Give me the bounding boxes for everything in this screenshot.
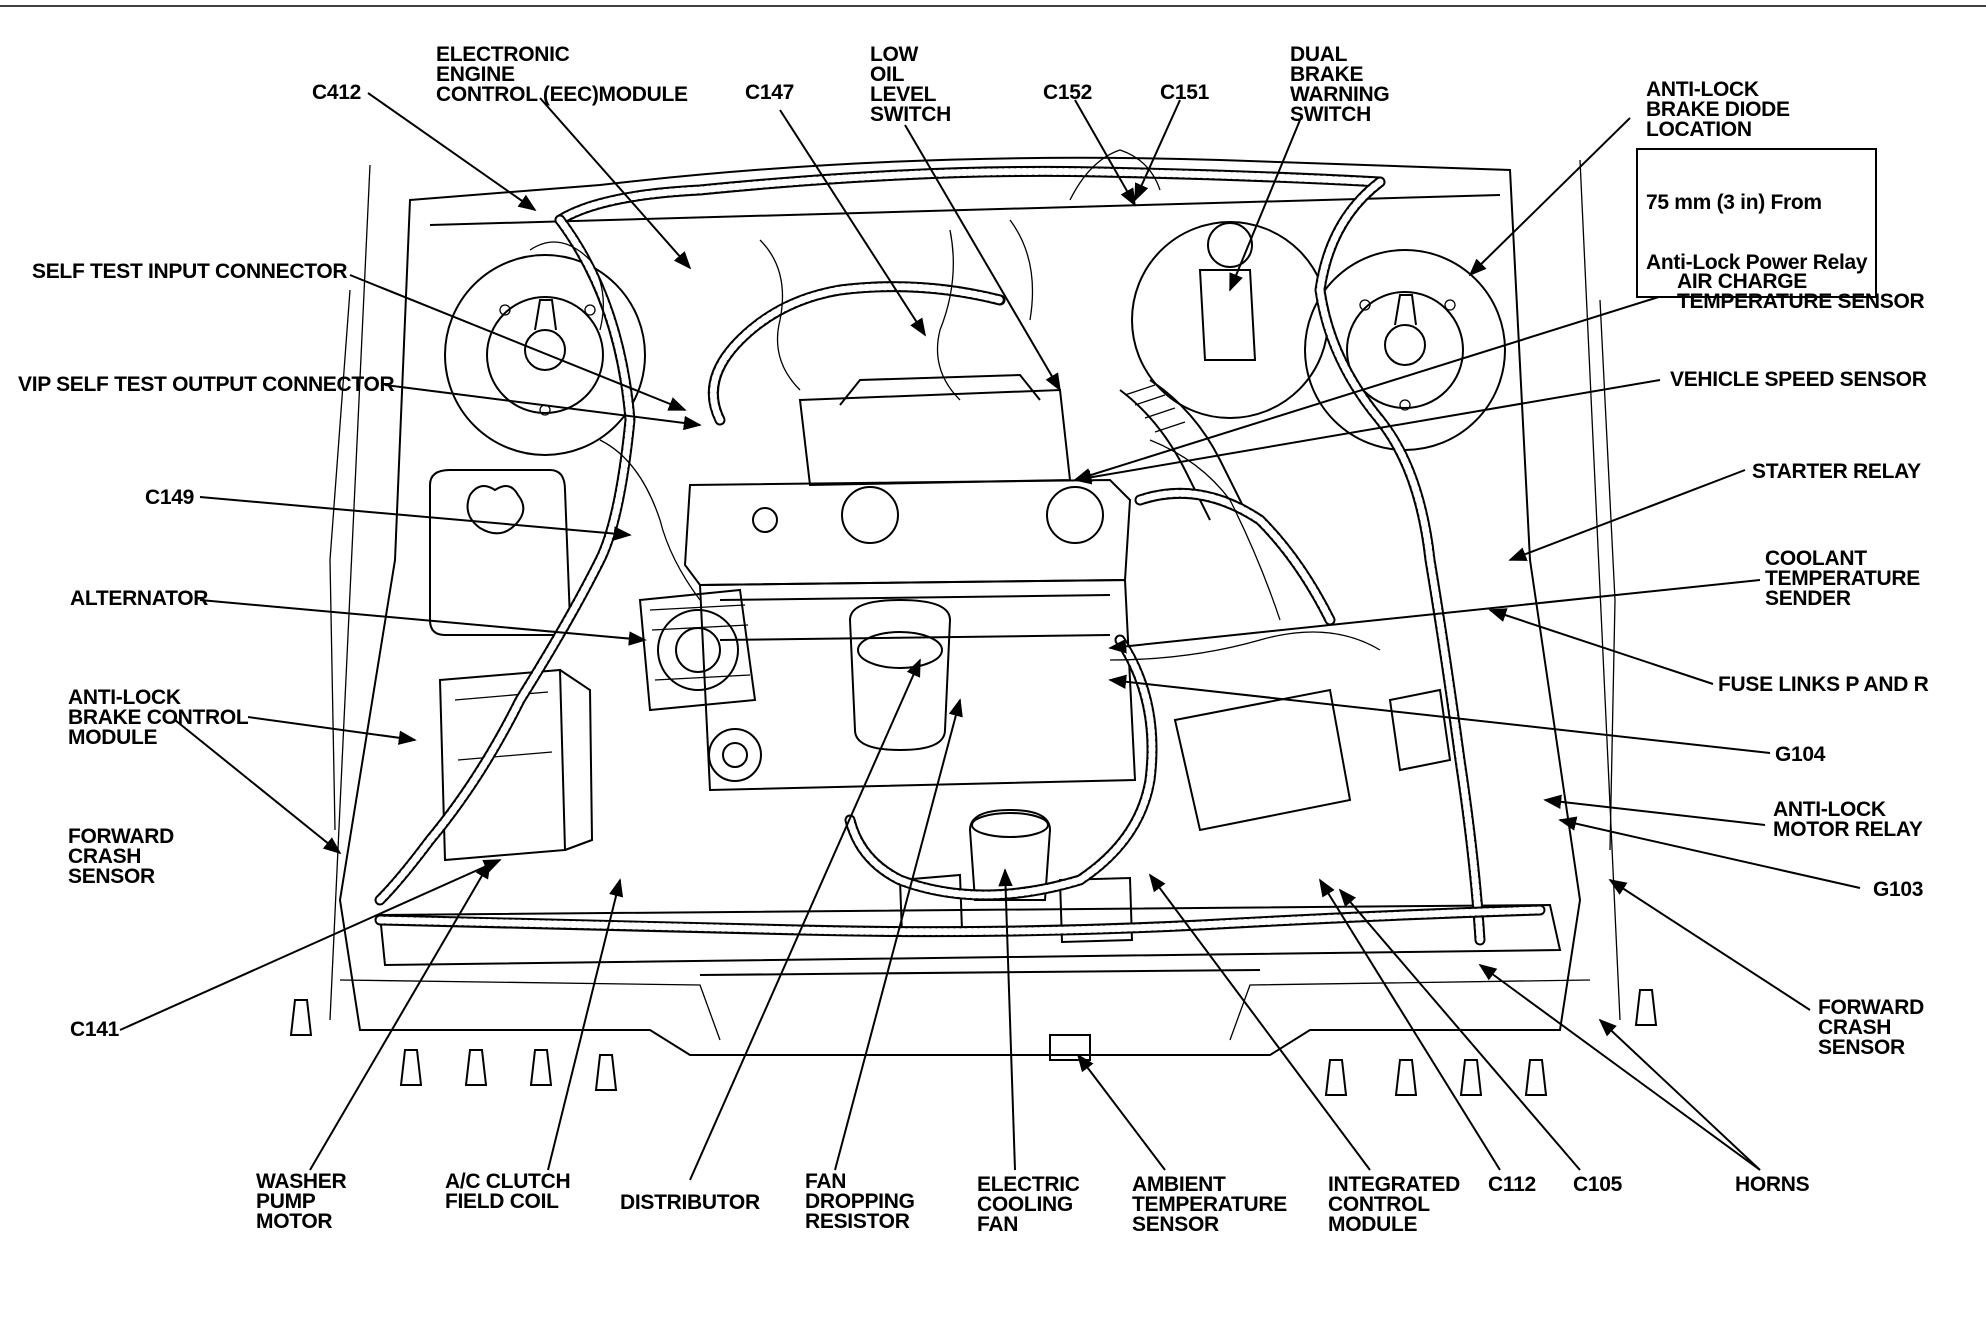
label-fuse-links: FUSE LINKS P AND R bbox=[1718, 673, 1929, 696]
label-c105: C105 bbox=[1573, 1173, 1623, 1196]
label-ambient-temperature-sensor: AMBIENT TEMPERATURE SENSOR bbox=[1132, 1173, 1287, 1236]
body-outline bbox=[329, 156, 1621, 1056]
wiring-harness bbox=[374, 165, 1546, 946]
label-c149: C149 bbox=[145, 486, 195, 509]
label-vip-self-test-output-connector: VIP SELF TEST OUTPUT CONNECTOR bbox=[18, 373, 395, 396]
abs-diode-note: 75 mm (3 in) From Anti-Lock Power Relay bbox=[1636, 148, 1878, 298]
abs-diode-note-line-2: Anti-Lock Power Relay bbox=[1646, 251, 1868, 274]
engine-block bbox=[683, 373, 1137, 792]
label-dual-brake-warning-switch: DUAL BRAKE WARNING SWITCH bbox=[1290, 43, 1390, 126]
label-low-oil-level-switch: LOW OIL LEVEL SWITCH bbox=[870, 43, 952, 126]
label-g104: G104 bbox=[1775, 743, 1826, 766]
label-c112: C112 bbox=[1488, 1173, 1536, 1196]
label-vehicle-speed-sensor: VEHICLE SPEED SENSOR bbox=[1670, 368, 1927, 391]
label-fan-dropping-resistor: FAN DROPPING RESISTOR bbox=[805, 1170, 915, 1233]
label-forward-crash-sensor-right: FORWARD CRASH SENSOR bbox=[1818, 996, 1925, 1059]
label-c141: C141 bbox=[70, 1018, 120, 1041]
label-c152: C152 bbox=[1043, 81, 1093, 104]
coolant-reservoir bbox=[429, 469, 572, 636]
wires bbox=[529, 149, 1381, 661]
label-horns: HORNS bbox=[1735, 1173, 1810, 1196]
label-alternator: ALTERNATOR bbox=[70, 587, 209, 610]
label-c412: C412 bbox=[312, 81, 362, 104]
abs-control-module bbox=[438, 668, 594, 862]
label-abs-control-module: ANTI-LOCK BRAKE CONTROL MODULE bbox=[68, 686, 249, 749]
label-ac-clutch-field-coil: A/C CLUTCH FIELD COIL bbox=[445, 1170, 571, 1213]
abs-diode-note-line-1: 75 mm (3 in) From bbox=[1646, 191, 1822, 214]
label-self-test-input-connector: SELF TEST INPUT CONNECTOR bbox=[32, 260, 348, 283]
label-coolant-temperature-sender: COOLANT TEMPERATURE SENDER bbox=[1765, 547, 1920, 610]
bulb-sockets bbox=[289, 728, 1658, 1096]
label-abs-motor-relay: ANTI-LOCK MOTOR RELAY bbox=[1773, 798, 1923, 841]
air-duct bbox=[1119, 379, 1246, 521]
label-air-charge-temperature-sensor: AIR CHARGE TEMPERATURE SENSOR bbox=[1677, 270, 1925, 313]
label-washer-pump-motor: WASHER PUMP MOTOR bbox=[256, 1170, 347, 1233]
left-strut-tower bbox=[444, 254, 646, 456]
label-g103: G103 bbox=[1873, 878, 1924, 901]
label-starter-relay: STARTER RELAY bbox=[1752, 460, 1921, 483]
label-eec-module: ELECTRONIC ENGINE CONTROL (EEC)MODULE bbox=[436, 43, 688, 106]
label-c151: C151 bbox=[1160, 81, 1210, 104]
distributor bbox=[848, 598, 952, 752]
right-strut-tower bbox=[1304, 249, 1506, 451]
label-integrated-control-module: INTEGRATED CONTROL MODULE bbox=[1328, 1173, 1460, 1236]
bottom-components bbox=[898, 688, 1452, 944]
leader-lines bbox=[119, 92, 1861, 1181]
label-abs-diode-location: ANTI-LOCK BRAKE DIODE LOCATION bbox=[1646, 78, 1790, 141]
label-c147: C147 bbox=[745, 81, 795, 104]
label-forward-crash-sensor-left: FORWARD CRASH SENSOR bbox=[68, 825, 175, 888]
alternator bbox=[638, 588, 757, 712]
label-electric-cooling-fan: ELECTRIC COOLING FAN bbox=[977, 1173, 1080, 1236]
label-distributor: DISTRIBUTOR bbox=[620, 1191, 760, 1214]
